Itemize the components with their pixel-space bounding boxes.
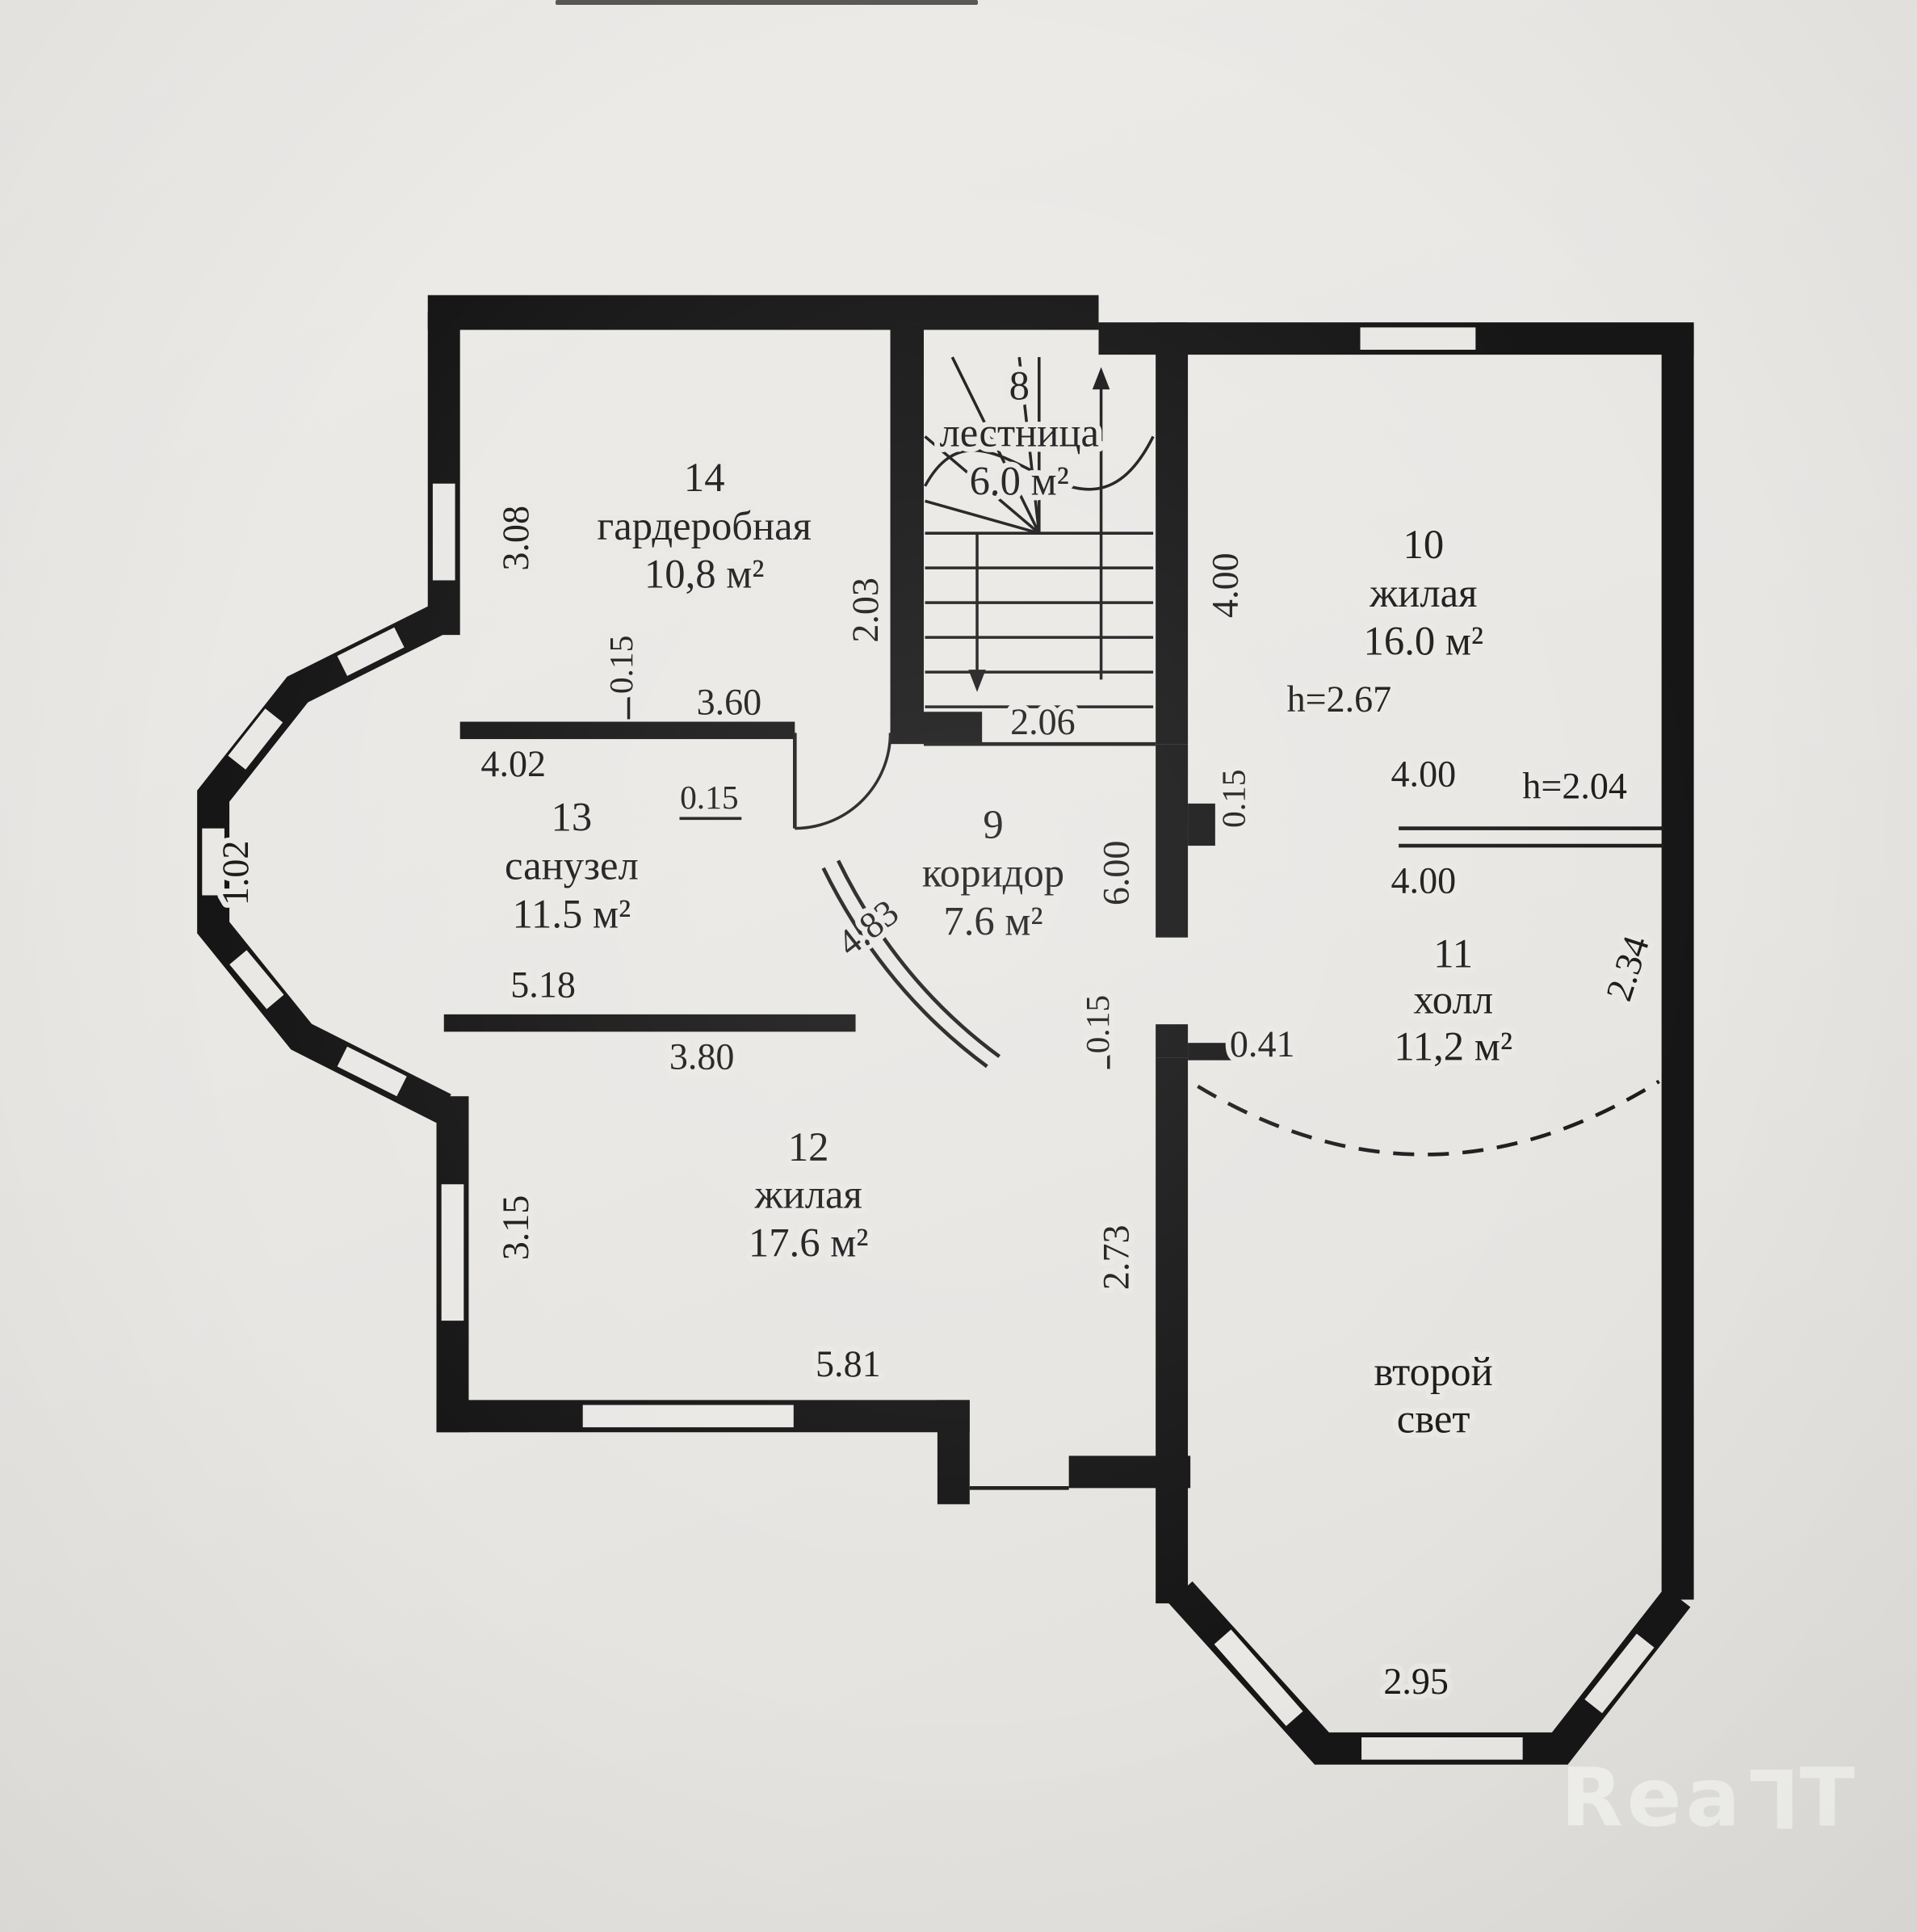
window bbox=[337, 627, 405, 676]
room-number: 14 bbox=[684, 455, 725, 500]
stair-winder bbox=[1017, 356, 1041, 534]
wall bbox=[1156, 744, 1189, 938]
room-number: 12 bbox=[788, 1124, 829, 1170]
dimension-label: 4.00 bbox=[1205, 552, 1246, 618]
room-area: 11.5 м² bbox=[513, 891, 631, 936]
dimension-label: 3.60 bbox=[697, 681, 762, 722]
dimension-label: 2.73 bbox=[1095, 1225, 1136, 1291]
watermark-letter: e bbox=[1626, 1750, 1686, 1845]
curved-wall bbox=[836, 859, 1001, 1058]
dimension-label: 0.15 bbox=[1215, 769, 1252, 828]
partition bbox=[459, 721, 795, 740]
room-name: коридор bbox=[922, 850, 1064, 896]
stair-winder bbox=[950, 356, 1041, 534]
dimension-label: 4.02 bbox=[480, 743, 546, 784]
room-number: 9 bbox=[983, 802, 1003, 847]
ceiling-height-label: h=2.67 bbox=[1287, 678, 1392, 720]
wall bbox=[890, 327, 925, 715]
void-dashed-arc bbox=[1197, 1079, 1660, 1157]
dimension-label: 0.15 bbox=[602, 636, 640, 695]
wall bbox=[1156, 1024, 1189, 1058]
windows bbox=[202, 327, 1655, 1760]
window bbox=[229, 950, 284, 1010]
wall bbox=[1156, 1057, 1189, 1604]
dimension-label: 0.15 bbox=[1079, 995, 1116, 1054]
watermark-letter: a bbox=[1685, 1750, 1745, 1845]
room-name: второй bbox=[1374, 1349, 1493, 1394]
stair-break-line bbox=[923, 435, 1155, 491]
room-name: санузел bbox=[505, 843, 639, 888]
room-area: 11,2 м² bbox=[1394, 1024, 1512, 1069]
dimension-label: 3.08 bbox=[495, 506, 536, 571]
dimension-label: 3.80 bbox=[669, 1035, 735, 1077]
wall bbox=[427, 295, 1099, 330]
window bbox=[228, 708, 283, 770]
watermark-letter-flipped-l: L bbox=[1744, 1750, 1800, 1845]
room-name: свет bbox=[1397, 1396, 1470, 1441]
wall-stub bbox=[1188, 803, 1215, 846]
dimension-label: 2.95 bbox=[1383, 1661, 1449, 1702]
room-area: 16.0 м² bbox=[1364, 619, 1484, 664]
watermark-letter: T bbox=[1799, 1750, 1859, 1845]
partition bbox=[443, 1014, 856, 1032]
dimension-label: 3.15 bbox=[495, 1195, 536, 1261]
ceiling-height-label: h=2.04 bbox=[1522, 766, 1627, 807]
room-area: 17.6 м² bbox=[749, 1220, 869, 1265]
room-area: 6.0 м² bbox=[970, 459, 1069, 504]
room-number: 8 bbox=[1009, 363, 1030, 408]
dimension-label: 2.03 bbox=[845, 578, 886, 643]
dimension-label: 2.06 bbox=[1010, 701, 1076, 742]
dimension-label: 2.34 bbox=[1598, 931, 1657, 1006]
paper-edge-shadow bbox=[556, 0, 978, 5]
stair-arrow-down-head bbox=[968, 670, 986, 692]
room-area: 7.6 м² bbox=[943, 899, 1042, 944]
window bbox=[1584, 1633, 1655, 1714]
room-name: жилая bbox=[1369, 570, 1477, 615]
dimension-label: 4.00 bbox=[1391, 859, 1457, 901]
dimension-label: 5.18 bbox=[510, 964, 576, 1005]
staircase bbox=[923, 356, 1155, 708]
window bbox=[337, 1046, 407, 1097]
curved-wall bbox=[821, 867, 988, 1069]
room-name: жилая bbox=[754, 1171, 862, 1216]
window bbox=[1214, 1629, 1303, 1727]
wall bbox=[1156, 322, 1189, 745]
dimension-label: 6.00 bbox=[1095, 841, 1136, 906]
dimension-label: 5.81 bbox=[816, 1343, 881, 1384]
stair-winder bbox=[924, 435, 1040, 535]
room-number: 10 bbox=[1403, 522, 1445, 567]
wall bbox=[890, 712, 983, 745]
stair-arrow-up-head bbox=[1092, 367, 1110, 390]
room-area: 10,8 м² bbox=[644, 552, 765, 597]
room-name: лестница bbox=[940, 410, 1099, 456]
partitions bbox=[443, 679, 1664, 1490]
room-number: 13 bbox=[552, 795, 593, 840]
room-labels: 8 лестница 6.0 м² 14 гардеробная 10,8 м²… bbox=[499, 357, 1518, 1447]
dimension-label: 4.00 bbox=[1391, 753, 1457, 794]
stair-winder bbox=[925, 499, 1040, 535]
room-name: холл bbox=[1413, 976, 1493, 1022]
room-number: 11 bbox=[1433, 931, 1473, 976]
door-swing-arc bbox=[795, 733, 892, 830]
dimension-label: 0.15 bbox=[680, 779, 739, 816]
dimension-label: 0.41 bbox=[1230, 1023, 1295, 1065]
room-name: гардеробная bbox=[597, 503, 812, 548]
dimension-label: 1.02 bbox=[215, 841, 256, 906]
watermark-letter: R bbox=[1560, 1750, 1627, 1845]
wall-stub bbox=[1188, 1043, 1238, 1060]
